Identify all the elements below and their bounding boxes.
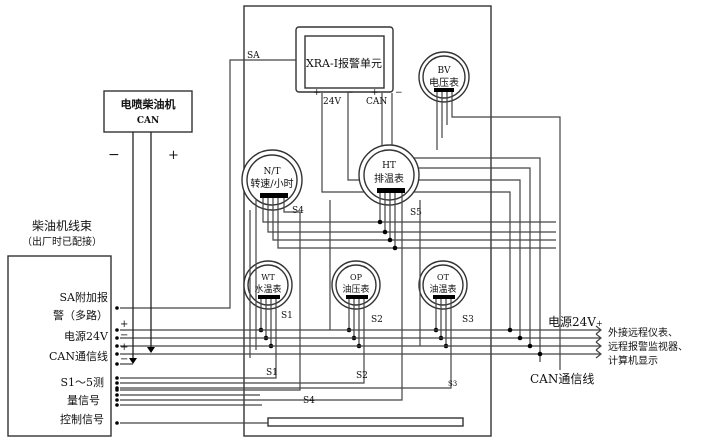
harness-label-signals: S1～5测 xyxy=(60,376,104,389)
output-desc-1: 外接远程仪表、 xyxy=(608,326,678,339)
engine-title: 电喷柴油机 xyxy=(121,97,176,111)
gauge-nt-code: N/T xyxy=(264,167,281,177)
output-desc-3: 计算机显示 xyxy=(608,354,658,367)
engine-can-label: CAN xyxy=(137,116,159,126)
harness-title: 柴油机线束 xyxy=(32,219,92,233)
gauge-ot-signal: S3 xyxy=(462,315,474,325)
harness-label-power: 电源24V xyxy=(64,329,109,343)
signal-s4-label: S4 xyxy=(303,396,315,406)
engine-minus: − xyxy=(108,147,120,163)
alarm-24v-minus: − xyxy=(346,88,354,98)
harness-label-control: 控制信号 xyxy=(60,412,104,426)
gauge-nt-signal: S4 xyxy=(292,206,304,216)
harness-plus-2: + xyxy=(120,342,128,353)
signal-s2-label: S2 xyxy=(356,371,368,381)
gauge-op: OP 油压表 S2 S2 xyxy=(120,260,383,384)
external-outputs: 电源24V CAN通信线 + 外接远程仪表、 远程报警监视器、 计算机显示 xyxy=(530,315,688,386)
alarm-can-minus: − xyxy=(395,88,403,98)
gauge-ht-code: HT xyxy=(382,161,396,171)
harness-label-sa: SA附加报 xyxy=(60,290,108,304)
gauge-ot-code: OT xyxy=(437,273,450,282)
arrow-down-icon xyxy=(147,347,155,353)
output-desc-2: 远程报警监视器、 xyxy=(608,340,688,353)
sa-label: SA xyxy=(247,51,260,61)
arrow-down-icon xyxy=(129,358,137,364)
harness-subtitle: （出厂时已配接） xyxy=(22,235,102,248)
gauge-ht-name: 排温表 xyxy=(374,172,404,185)
alarm-24v-plus: + xyxy=(313,88,321,98)
gauge-ht-signal: S5 xyxy=(410,208,422,218)
gauge-bv-name: 电压表 xyxy=(429,76,459,89)
harness-box: 柴油机线束 （出厂时已配接） SA附加报 警（多路） 电源24V CAN通信线 … xyxy=(7,219,128,437)
gauge-bv-code: BV xyxy=(437,66,451,76)
alarm-unit-label: XRA-I报警单元 xyxy=(306,56,382,70)
gauge-nt: N/T 转速/小时 S4 xyxy=(120,149,556,391)
alarm-can-label: CAN xyxy=(366,97,387,107)
output-power-label: 电源24V xyxy=(548,315,596,329)
harness-plus-1: + xyxy=(120,319,128,330)
engine-plus: + xyxy=(168,148,179,163)
harness-terminals xyxy=(115,306,262,425)
gauge-wt-signal: S1 xyxy=(281,311,293,321)
engine-ecu-box: 电喷柴油机 CAN − + xyxy=(103,90,193,364)
signal-s1-label: S1 xyxy=(266,368,278,378)
alarm-24v-label: 24V xyxy=(323,97,341,107)
harness-label-can: CAN通信线 xyxy=(49,349,108,363)
output-can-label: CAN通信线 xyxy=(530,372,594,386)
gauge-op-signal: S2 xyxy=(371,315,383,325)
gauge-ot: OT 油温表 S3 S3 xyxy=(120,260,474,389)
control-signal-bar xyxy=(267,417,464,427)
gauge-op-code: OP xyxy=(350,273,363,282)
gauge-wt-name: 水温表 xyxy=(254,283,281,295)
gauge-nt-name: 转速/小时 xyxy=(250,177,293,190)
alarm-can-plus: + xyxy=(371,88,379,98)
output-plus: + xyxy=(596,319,603,328)
harness-minus-1: − xyxy=(120,330,128,341)
harness-label-sa2: 警（多路） xyxy=(53,308,108,322)
gauge-ot-name: 油温表 xyxy=(429,283,456,295)
gauge-op-name: 油压表 xyxy=(342,283,369,295)
gauge-bv: BV 电压表 xyxy=(418,51,561,370)
gauge-ht: HT 排温表 S5 xyxy=(120,144,422,401)
harness-label-signals2: 量信号 xyxy=(67,394,100,407)
gauge-wt-code: WT xyxy=(261,273,275,282)
alarm-unit: XRA-I报警单元 + 24V − + CAN − xyxy=(295,26,403,107)
arrow-right-icon xyxy=(595,325,602,359)
signal-s3-label: S3 xyxy=(448,380,457,388)
harness-minus-2: − xyxy=(120,354,128,365)
